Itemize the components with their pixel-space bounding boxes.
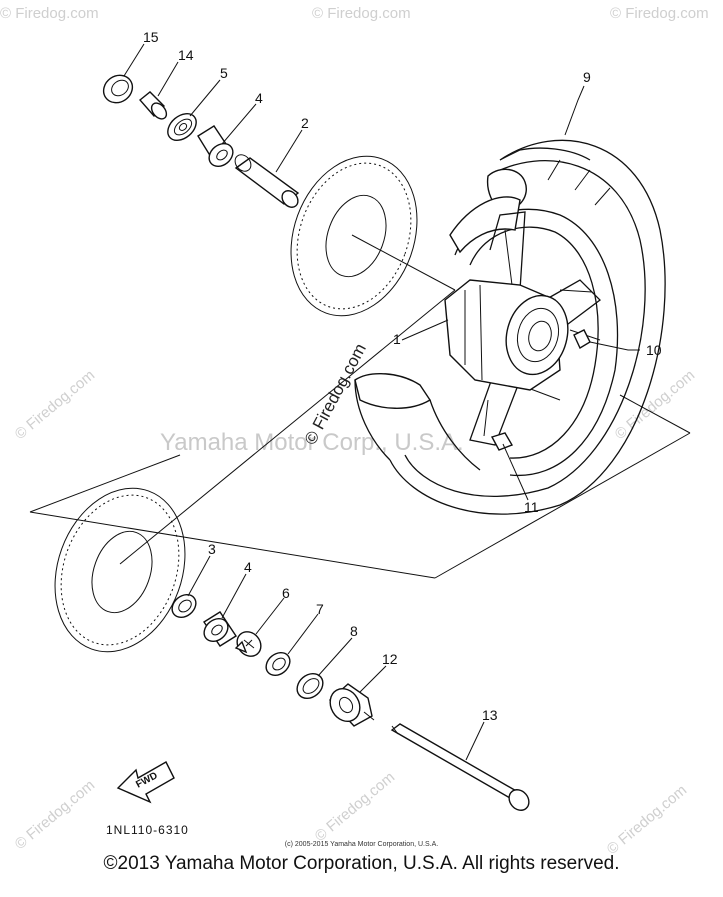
watermark-top-left: © Firedog.com (0, 5, 99, 22)
part-4-bearing-top (197, 125, 234, 168)
assembly-frame (29, 394, 691, 579)
label-part-11: 11 (524, 499, 539, 515)
label-part-8: 8 (350, 623, 358, 639)
label-part-1: 1 (393, 331, 401, 347)
label-part-9: 9 (583, 69, 591, 85)
part-12-gear-unit (329, 683, 375, 727)
label-part-4-top: 4 (255, 90, 263, 106)
part-9-tire (389, 139, 666, 515)
part-5-oil-seal (167, 113, 197, 141)
watermark-owner: Yamaha Motor Corp., U.S.A. (160, 429, 464, 456)
label-part-12: 12 (382, 651, 398, 667)
part-8-circlip (296, 672, 324, 700)
label-part-10: 10 (646, 342, 662, 358)
part-2-spacer (234, 154, 300, 208)
watermark-top-right: © Firedog.com (610, 5, 709, 22)
label-part-7: 7 (316, 601, 324, 617)
label-part-2: 2 (301, 115, 309, 131)
part-1-cast-wheel (354, 168, 619, 477)
part-labels: 15 14 5 4 2 9 1 10 11 3 4 6 7 8 12 13 (143, 29, 662, 723)
footer-copyright: ©2013 Yamaha Motor Corporation, U.S.A. A… (103, 853, 620, 874)
label-part-6: 6 (282, 585, 290, 601)
label-part-14: 14 (178, 47, 194, 63)
part-4-bearing-bottom (203, 611, 237, 647)
watermark-mid-right: © Firedog.com (612, 367, 698, 443)
part-13-wheel-axle (390, 723, 530, 811)
watermark-top-center: © Firedog.com (312, 5, 411, 22)
brake-disc-top (290, 155, 418, 317)
watermark-mid-left: © Firedog.com (12, 367, 98, 443)
diagram-code: 1NL110-6310 (106, 823, 189, 837)
label-part-5: 5 (220, 65, 228, 81)
watermark-layer: © Firedog.com © Firedog.com © Firedog.co… (0, 5, 709, 858)
small-copyright: (c) 2005-2015 Yamaha Motor Corporation, … (284, 841, 439, 848)
part-3-oil-seal (171, 593, 197, 619)
label-part-13: 13 (482, 707, 498, 723)
label-part-15: 15 (143, 29, 159, 45)
part-14-collar (138, 91, 168, 120)
part-7-oil-seal (265, 651, 291, 677)
fwd-arrow: FWD (116, 761, 175, 804)
part-6-retainer (234, 631, 262, 657)
part-15-dust-cover (102, 74, 134, 104)
label-part-3: 3 (208, 541, 216, 557)
watermark-bottom-center: © Firedog.com (312, 769, 398, 845)
label-part-4-bottom: 4 (244, 559, 252, 575)
brake-disc-bottom (54, 487, 186, 653)
leader-lines (119, 43, 640, 761)
